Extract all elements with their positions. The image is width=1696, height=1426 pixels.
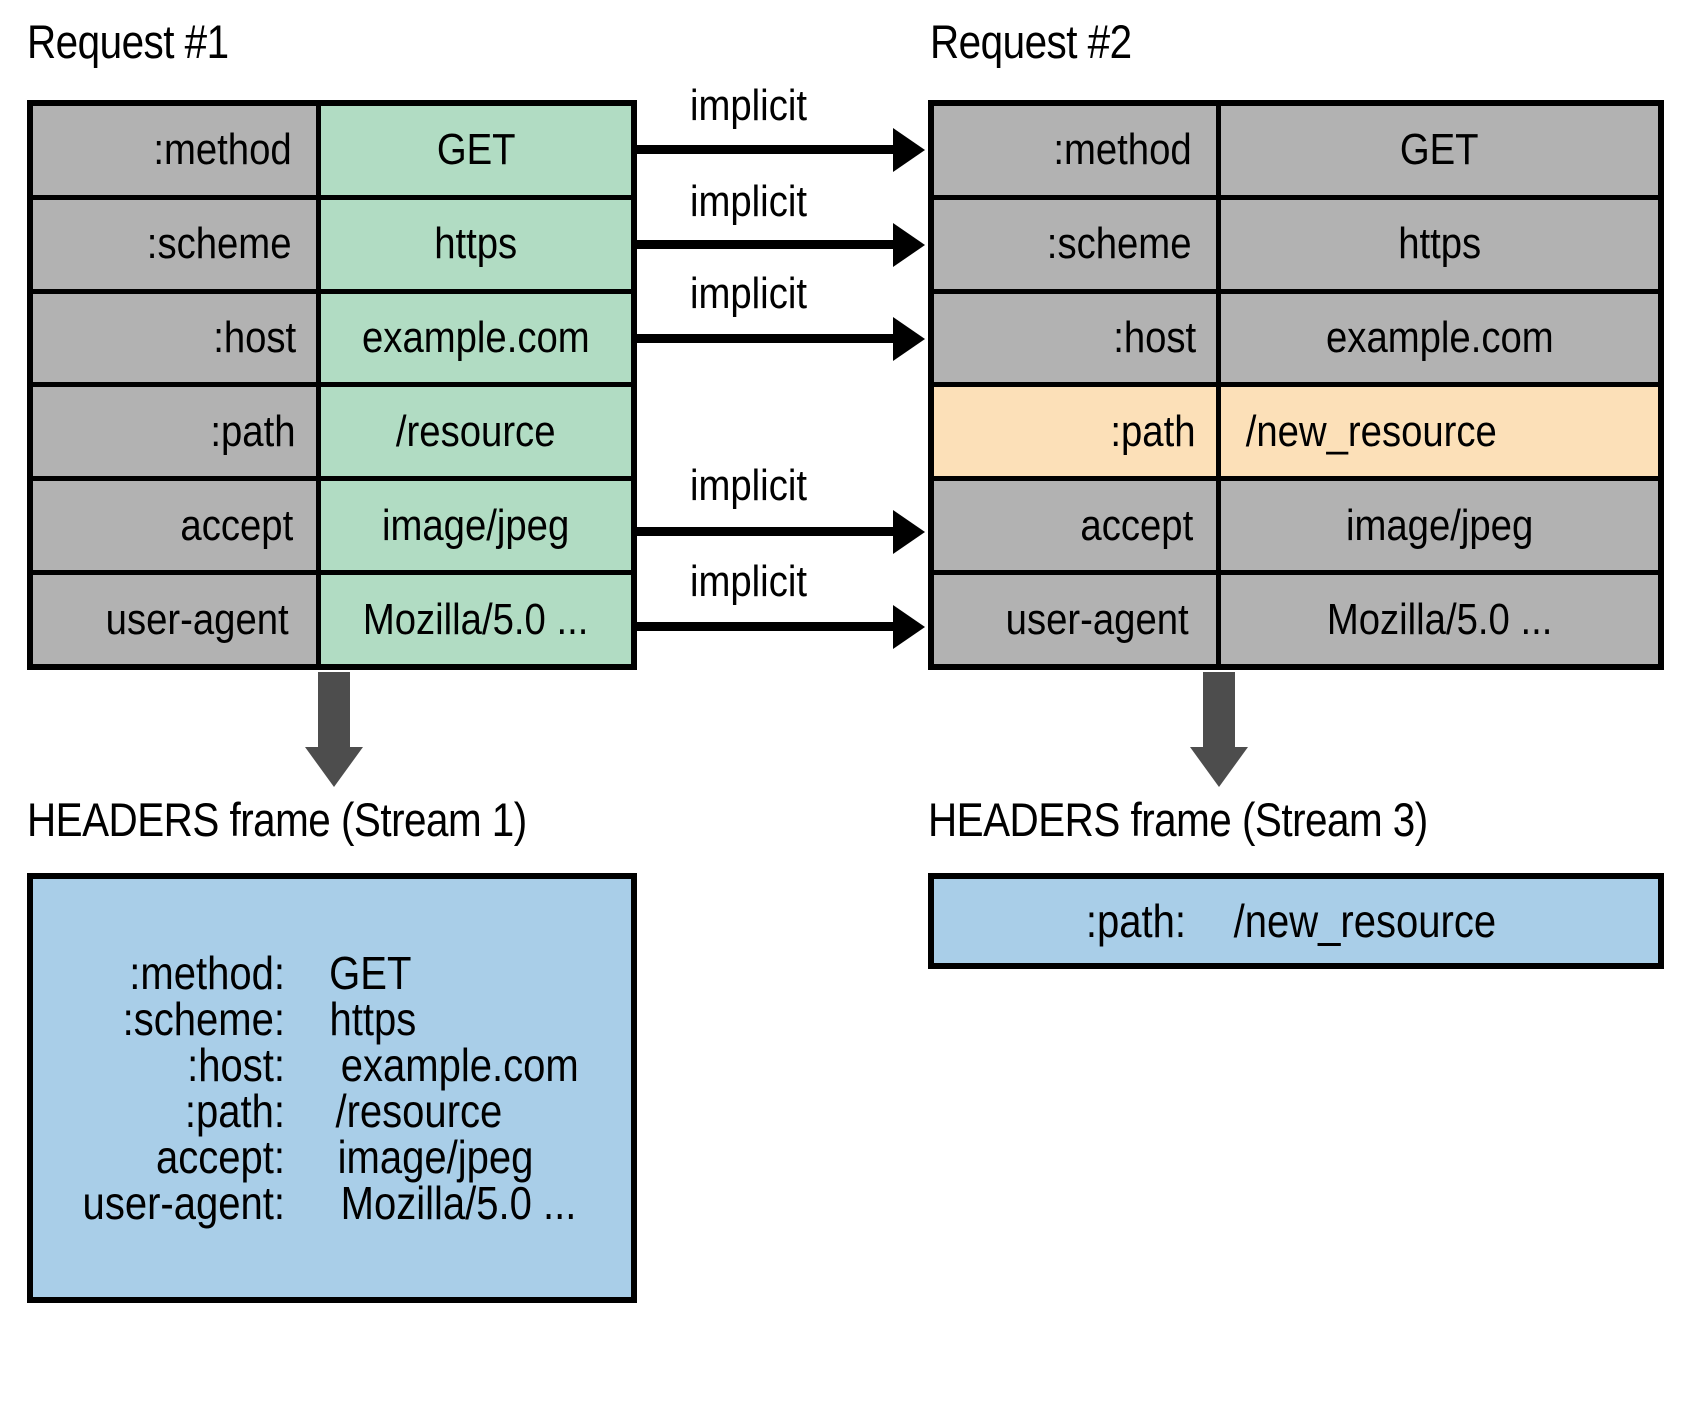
table-row: :scheme https bbox=[934, 199, 1658, 294]
frame-arrow-right bbox=[1190, 672, 1248, 787]
header-name-cell: :scheme bbox=[934, 199, 1216, 289]
header-line: accept: image/jpeg bbox=[33, 1134, 631, 1180]
table-row: :scheme https bbox=[33, 199, 631, 294]
header-value-cell: image/jpeg bbox=[316, 481, 631, 571]
header-name-cell: user-agent bbox=[934, 575, 1216, 664]
header-line: :scheme: https bbox=[33, 996, 631, 1042]
header-name-cell: user-agent bbox=[33, 575, 316, 664]
implicit-label: implicit bbox=[690, 81, 807, 130]
header-value-cell: https bbox=[1216, 199, 1658, 289]
header-value: /resource bbox=[335, 1085, 503, 1137]
header-value-cell: https bbox=[316, 199, 631, 289]
header-line: :method: GET bbox=[33, 950, 631, 996]
implicit-label: implicit bbox=[690, 461, 807, 510]
header-name-cell: :path bbox=[33, 387, 316, 477]
header-name-cell: :host bbox=[33, 293, 316, 383]
header-name-cell: :path bbox=[934, 387, 1216, 477]
headers-frame-stream1: :method: GET :scheme: https :host: examp… bbox=[27, 873, 637, 1303]
header-value-cell: GET bbox=[1216, 106, 1658, 195]
header-line: :path: /resource bbox=[33, 1088, 631, 1134]
header-key: :path: bbox=[184, 1085, 286, 1137]
table-row: user-agent Mozilla/5.0 ... bbox=[934, 575, 1658, 664]
header-value: image/jpeg bbox=[337, 1131, 534, 1183]
header-value-cell: image/jpeg bbox=[1216, 481, 1658, 571]
table-row: :method GET bbox=[33, 106, 631, 200]
header-line: user-agent: Mozilla/5.0 ... bbox=[33, 1180, 631, 1226]
header-value-cell: /resource bbox=[316, 387, 631, 477]
header-value: example.com bbox=[340, 1039, 579, 1091]
header-key: :scheme: bbox=[122, 993, 286, 1045]
header-line: :path: /new_resource bbox=[934, 898, 1658, 944]
implicit-arrow bbox=[637, 527, 895, 536]
headers-frame-stream3: :path: /new_resource bbox=[928, 873, 1664, 969]
implicit-label: implicit bbox=[690, 269, 807, 318]
request2-title: Request #2 bbox=[930, 15, 1132, 68]
headers-list: :path: /new_resource bbox=[934, 879, 1658, 963]
table-row: :host example.com bbox=[934, 293, 1658, 388]
table-row: accept image/jpeg bbox=[33, 481, 631, 576]
table-row: user-agent Mozilla/5.0 ... bbox=[33, 575, 631, 664]
header-name-cell: :method bbox=[934, 106, 1216, 195]
table-row: :method GET bbox=[934, 106, 1658, 200]
header-value-cell: Mozilla/5.0 ... bbox=[1216, 575, 1658, 664]
header-name-cell: :host bbox=[934, 293, 1216, 383]
request2-table: :method GET :scheme https :host example.… bbox=[928, 100, 1664, 670]
implicit-arrow bbox=[637, 334, 895, 343]
header-value: Mozilla/5.0 ... bbox=[340, 1177, 577, 1229]
header-line: :host: example.com bbox=[33, 1042, 631, 1088]
header-value-cell: GET bbox=[316, 106, 631, 195]
header-value: /new_resource bbox=[1233, 895, 1496, 947]
table-row: :path /resource bbox=[33, 387, 631, 482]
header-value-cell: example.com bbox=[1216, 293, 1658, 383]
table-row-changed: :path /new_resource bbox=[934, 387, 1658, 482]
implicit-label: implicit bbox=[690, 177, 807, 226]
header-name-cell: :scheme bbox=[33, 199, 316, 289]
header-value: GET bbox=[329, 947, 412, 999]
implicit-arrow bbox=[637, 240, 895, 249]
header-value-cell: Mozilla/5.0 ... bbox=[316, 575, 631, 664]
frame-arrow-left bbox=[305, 672, 363, 787]
header-value-cell: example.com bbox=[316, 293, 631, 383]
header-name-cell: accept bbox=[33, 481, 316, 571]
table-row: accept image/jpeg bbox=[934, 481, 1658, 576]
header-key: :host: bbox=[187, 1039, 286, 1091]
header-key: accept: bbox=[155, 1131, 286, 1183]
header-value: https bbox=[329, 993, 417, 1045]
request1-title: Request #1 bbox=[27, 15, 229, 68]
headers-list: :method: GET :scheme: https :host: examp… bbox=[33, 879, 631, 1297]
header-key: user-agent: bbox=[82, 1177, 286, 1229]
header-value-cell: /new_resource bbox=[1216, 387, 1658, 477]
implicit-label: implicit bbox=[690, 557, 807, 606]
header-key: :path: bbox=[1085, 895, 1186, 947]
implicit-arrow bbox=[637, 145, 895, 154]
implicit-arrow bbox=[637, 622, 895, 631]
frame-left-title: HEADERS frame (Stream 1) bbox=[27, 793, 527, 846]
header-key: :method: bbox=[129, 947, 286, 999]
frame-right-title: HEADERS frame (Stream 3) bbox=[928, 793, 1428, 846]
table-row: :host example.com bbox=[33, 293, 631, 388]
request1-table: :method GET :scheme https :host example.… bbox=[27, 100, 637, 670]
header-name-cell: :method bbox=[33, 106, 316, 195]
header-name-cell: accept bbox=[934, 481, 1216, 571]
